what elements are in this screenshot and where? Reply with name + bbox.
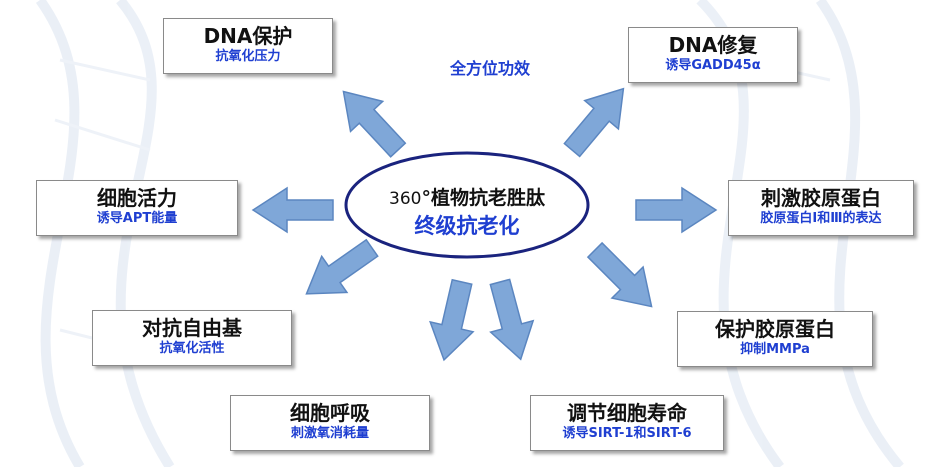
box-title: 细胞活力	[97, 186, 177, 210]
box-subtitle: 诱导GADD45α	[665, 58, 761, 73]
arrow-to-cell-lifespan	[477, 275, 543, 366]
box-title: 保护胶原蛋白	[715, 317, 835, 341]
box-subtitle: 抑制MMPa	[740, 342, 810, 357]
center-title-number: 360	[389, 189, 422, 209]
box-subtitle: 抗氧化压力	[215, 49, 281, 64]
box-subtitle: 诱导SIRT-1和SIRT-6	[562, 426, 692, 441]
arrow-to-cell-respiration	[421, 276, 485, 366]
ellipse-outline	[344, 151, 590, 259]
box-anti-radical: 对抗自由基 抗氧化活性	[92, 310, 292, 366]
box-collagen-stimulate: 刺激胶原蛋白 胶原蛋白Ⅰ和Ⅲ的表达	[728, 180, 914, 236]
box-subtitle: 胶原蛋白Ⅰ和Ⅲ的表达	[760, 211, 882, 226]
box-title: 细胞呼吸	[290, 401, 370, 425]
box-title: 调节细胞寿命	[567, 401, 687, 425]
center-title-text: 植物抗老胜肽	[430, 187, 545, 209]
box-collagen-protect: 保护胶原蛋白 抑制MMPa	[677, 311, 873, 367]
arrow-to-collagen-protect	[578, 233, 668, 323]
box-title: DNA修复	[668, 33, 758, 57]
top-label: 全方位功效	[449, 59, 530, 78]
box-title: 对抗自由基	[142, 316, 242, 340]
box-cell-lifespan: 调节细胞寿命 诱导SIRT-1和SIRT-6	[530, 395, 724, 451]
box-subtitle: 抗氧化活性	[159, 341, 225, 356]
arrow-to-collagen-stimulate	[635, 187, 717, 233]
center-ellipse: 360°植物抗老胜肽 终级抗老化	[343, 150, 591, 260]
box-subtitle: 刺激氧消耗量	[290, 426, 369, 441]
box-dna-protect: DNA保护 抗氧化压力	[163, 18, 333, 74]
box-subtitle: 诱导APT能量	[96, 211, 178, 226]
box-cell-respiration: 细胞呼吸 刺激氧消耗量	[230, 395, 430, 451]
center-title: 360°植物抗老胜肽	[343, 183, 591, 210]
arrow-to-cell-vitality	[252, 187, 334, 233]
box-title: DNA保护	[203, 24, 293, 48]
box-cell-vitality: 细胞活力 诱导APT能量	[36, 180, 238, 236]
center-subtitle: 终级抗老化	[414, 214, 520, 238]
box-title: 刺激胶原蛋白	[761, 186, 881, 210]
box-dna-repair: DNA修复 诱导GADD45α	[628, 27, 798, 83]
center-title-degree: °	[421, 187, 431, 209]
